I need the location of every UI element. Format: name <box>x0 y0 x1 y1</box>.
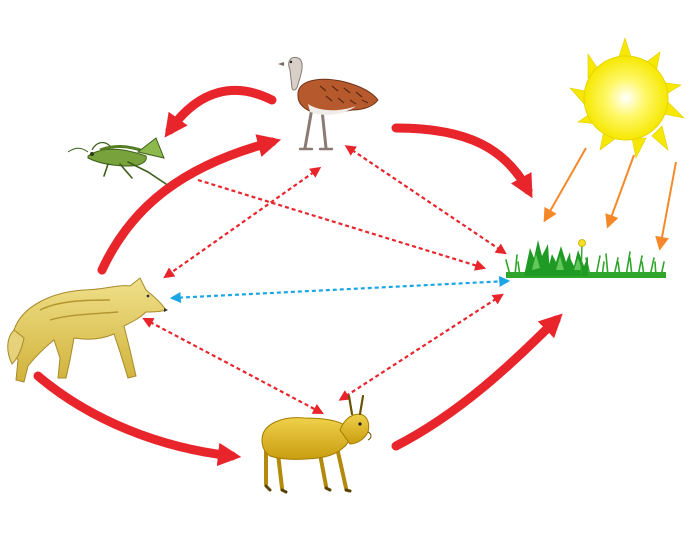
sun-energy-arrows <box>543 147 677 251</box>
dotted-wolf-grass <box>169 275 511 304</box>
dotted-relations <box>142 145 511 415</box>
dotted-bustard-wolf <box>163 166 322 279</box>
dotted-grasshopper-grass <box>197 178 487 271</box>
arrow-saiga-to-grass <box>391 313 563 451</box>
sun-arrow-1 <box>543 147 587 223</box>
sun-icon <box>569 37 685 159</box>
wolf-icon <box>7 277 168 383</box>
saiga-antelope-icon <box>261 394 372 494</box>
sun-arrow-3 <box>655 161 677 251</box>
grass-plants-icon <box>505 239 666 278</box>
arrow-bustard-to-grasshopper <box>164 85 277 138</box>
sun-arrow-2 <box>605 154 635 229</box>
arrow-wolf-to-saiga <box>33 371 242 467</box>
dotted-wolf-saiga <box>142 317 324 415</box>
bustard-bird-icon <box>278 57 379 151</box>
dotted-saiga-grass <box>338 293 504 401</box>
grasshopper-icon <box>67 137 167 185</box>
dotted-bustard-grass <box>344 145 507 255</box>
arrow-bustard-to-grass <box>391 123 533 199</box>
